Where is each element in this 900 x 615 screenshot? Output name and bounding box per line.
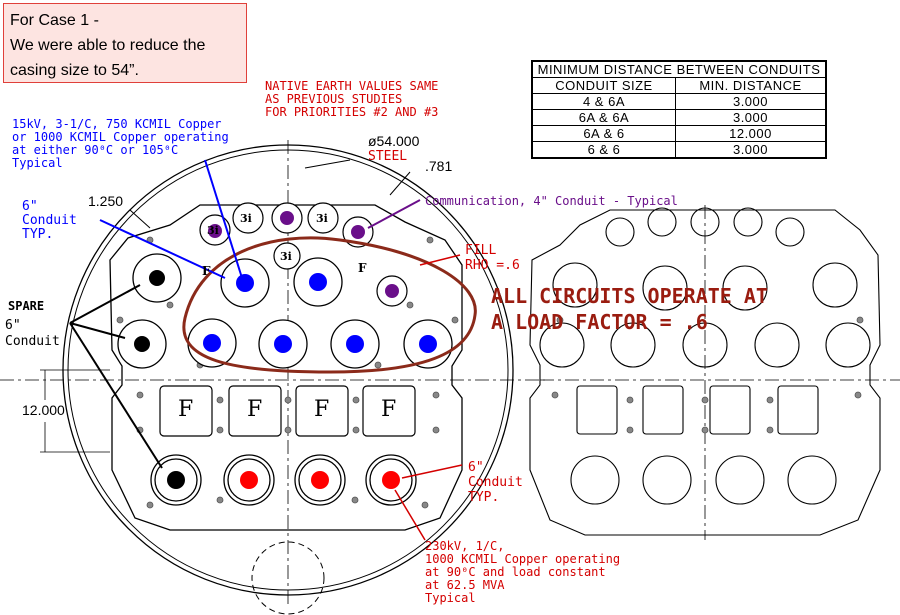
- conduit-mark-3i: 3i: [280, 250, 292, 263]
- conduit-mark-f: F: [358, 261, 367, 275]
- kv15-cable-dot: [274, 335, 292, 353]
- blue-arrows: [99, 159, 243, 279]
- kv15-cable-dot: [419, 335, 437, 353]
- right-cutouts: [539, 207, 871, 505]
- fill-panel-mark: F: [381, 397, 397, 422]
- load-factor-label: ALL CIRCUITS OPERATE AT A LOAD FACTOR = …: [491, 284, 768, 334]
- cable-dots: [134, 211, 437, 489]
- red-arrows: [394, 254, 463, 541]
- purple-arrow: [367, 199, 421, 229]
- table-cell: 6A & 6A: [531, 109, 676, 126]
- communication-label: Communication, 4" Conduit - Typical: [425, 194, 678, 208]
- fill-panel: [228, 385, 282, 437]
- table-cell: 6A & 6: [531, 125, 676, 142]
- fill-panel-mark: F: [314, 397, 330, 422]
- table-header: CONDUIT SIZE: [531, 77, 676, 94]
- six-a-conduits: [117, 253, 453, 369]
- kv15-label: 15kV, 3-1/C, 750 KCMIL Copper or 1000 KC…: [12, 117, 229, 170]
- table-header: MIN. DISTANCE: [674, 77, 827, 94]
- conduit-mark-3i: 3i: [240, 212, 252, 225]
- kv230-label: 230kV, 1/C, 1000 KCMIL Copper operating …: [425, 539, 621, 605]
- six-conduits: [150, 454, 417, 506]
- dimension-leaders: [129, 159, 411, 229]
- right-spacer: [529, 205, 900, 540]
- fill-panel: [159, 385, 213, 437]
- fill-panel-mark: F: [247, 397, 263, 422]
- conduit-mark-f: F: [202, 264, 211, 278]
- kv15-cable-dot: [203, 334, 221, 352]
- comm-conduits: [199, 202, 408, 307]
- fill-region-outline: [182, 236, 477, 374]
- dim-12000-label: 12.000: [22, 402, 65, 418]
- comm-cable-dot: [280, 211, 294, 225]
- comm-cable-dot: [351, 225, 365, 239]
- comm-cable-dot: [208, 224, 222, 238]
- kv15-cable-dot: [346, 335, 364, 353]
- note-line-3: casing size to 54”.: [10, 62, 139, 79]
- table-cell: 12.000: [674, 125, 827, 142]
- left-casing: [0, 140, 545, 615]
- kv230-cable-dot: [240, 471, 258, 489]
- dim-1250-label: 1.250: [88, 193, 124, 209]
- spare-dot: [134, 336, 150, 352]
- conduit6-red-label: 6" Conduit TYP.: [468, 460, 523, 505]
- spare-dot: [149, 270, 165, 286]
- fill-panel-mark: F: [178, 397, 194, 422]
- spare-label: SPARE: [8, 299, 45, 313]
- table-cell: 3.000: [674, 109, 827, 126]
- kv230-cable-dot: [311, 471, 329, 489]
- spare-dot: [167, 471, 185, 489]
- conduit6-blue-label: 6" Conduit TYP.: [22, 199, 77, 242]
- wall-thickness-label: .781: [425, 158, 453, 174]
- diameter-label: ø54.000: [368, 133, 420, 149]
- min-distance-table: MINIMUM DISTANCE BETWEEN CONDUITS CONDUI…: [531, 60, 827, 159]
- spare-arrows: [69, 284, 163, 469]
- native-earth-label: NATIVE EARTH VALUES SAME AS PREVIOUS STU…: [265, 79, 439, 119]
- kv15-cable-dot: [236, 274, 254, 292]
- note-line-2: We were able to reduce the: [10, 37, 206, 54]
- fill-panel: [295, 385, 349, 437]
- bolt-holes: [116, 236, 459, 509]
- case-note: For Case 1 - We were able to reduce the …: [3, 3, 247, 83]
- conduit-mark-3i: 3i: [316, 212, 328, 225]
- table-cell: 6 & 6: [531, 141, 676, 159]
- table-cell: 3.000: [674, 93, 827, 110]
- table-title: MINIMUM DISTANCE BETWEEN CONDUITS: [531, 60, 827, 78]
- kv15-cable-dot: [309, 273, 327, 291]
- kv230-cable-dot: [382, 471, 400, 489]
- steel-label: STEEL: [368, 149, 408, 164]
- fill-rho-label: FILL RHO =.6: [465, 243, 520, 273]
- note-line-1: For Case 1 -: [10, 12, 99, 29]
- center-pipe-dashed: [251, 541, 325, 615]
- comm-cable-dot: [385, 284, 399, 298]
- spare-conduit-label: 6" Conduit: [5, 318, 60, 349]
- table-cell: 3.000: [674, 141, 827, 159]
- conduit-mark-3i: 3i: [207, 224, 219, 237]
- right-spacer-outline: [529, 209, 881, 536]
- fill-panel: [362, 385, 416, 437]
- table-cell: 4 & 6A: [531, 93, 676, 110]
